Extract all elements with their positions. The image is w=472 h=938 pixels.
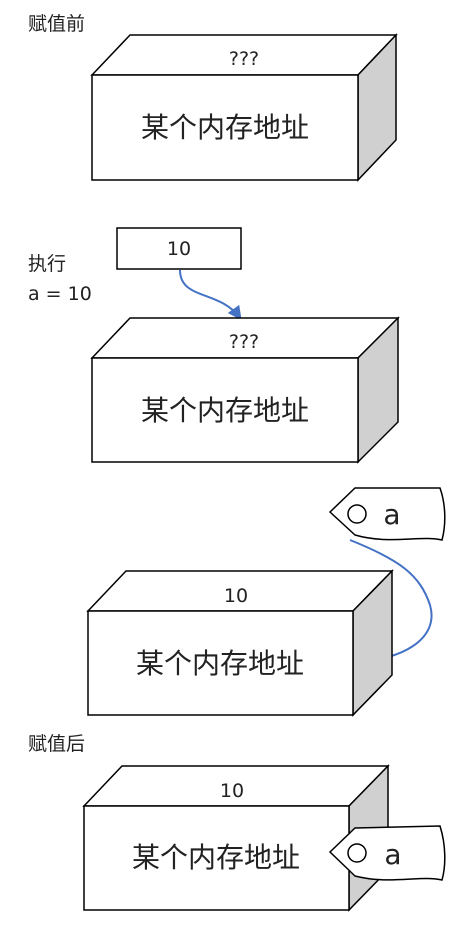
box-1-label: 某个内存地址 (141, 111, 309, 144)
caption-statement: a = 10 (28, 283, 92, 305)
name-tag-a (328, 487, 446, 541)
box-3-label: 某个内存地址 (136, 647, 304, 680)
caption-after: 赋值后 (28, 733, 85, 755)
box-2-label: 某个内存地址 (141, 394, 309, 427)
memory-box-1 (90, 33, 398, 182)
box-3-top-value: 10 (224, 585, 248, 607)
caption-before: 赋值前 (28, 13, 85, 35)
value-arrow (179, 269, 242, 321)
tag-a-label: a (383, 498, 400, 531)
box-1-top-value: ??? (229, 48, 259, 70)
memory-box-4 (82, 764, 390, 912)
caption-execute: 执行 (28, 253, 66, 275)
box-2-top-value: ??? (229, 331, 259, 353)
tag-a-attached-label: a (384, 838, 401, 871)
name-tag-a-attached (328, 825, 446, 881)
box-4-top-value: 10 (220, 780, 244, 802)
tag-hole-icon (347, 504, 367, 524)
memory-box-2 (90, 316, 400, 464)
value-box (116, 227, 242, 270)
box-4-label: 某个内存地址 (132, 841, 300, 874)
memory-box-3 (86, 569, 394, 717)
tag-hole-icon (347, 843, 367, 863)
value-box-text: 10 (167, 238, 191, 260)
